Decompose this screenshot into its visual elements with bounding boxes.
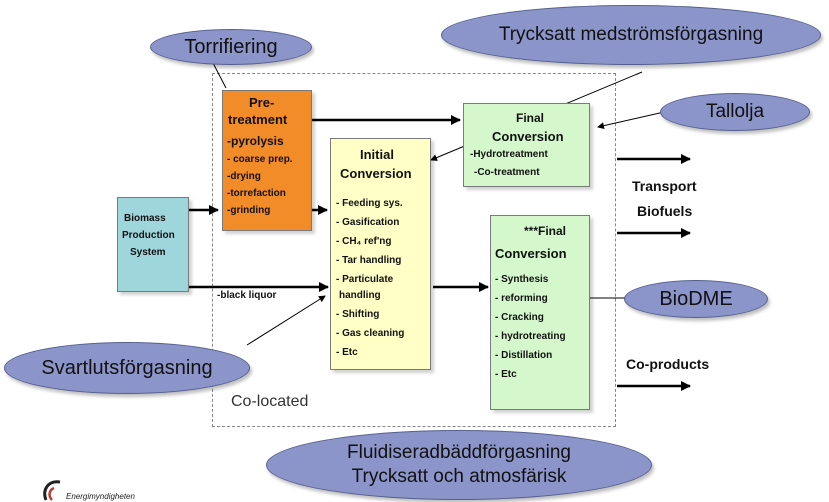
pretreatment-item: -torrefaction (227, 188, 286, 199)
logo-mark-icon (43, 480, 61, 501)
fluidiserad-bubble: Fluidiseradbäddförgasning Trycksatt och … (266, 430, 652, 500)
trycksatt-medstroms-bubble: Trycksatt medströmsförgasning (441, 5, 821, 65)
final1-item: -Co-treatment (474, 167, 540, 178)
pointer-svartlut (246, 295, 326, 346)
torrifiering-bubble: Torrifiering (150, 29, 312, 65)
pretreatment-item: -drying (227, 171, 261, 182)
fluidiserad-text-line1: Fluidiseradbäddförgasning (347, 442, 571, 464)
pointer-torrifiering (212, 62, 227, 89)
initial-item: - Gas cleaning (336, 328, 405, 339)
initial-item: - Shifting (336, 309, 380, 320)
coproducts-label: Co-products (626, 356, 710, 372)
biomass-line3: System (130, 247, 166, 258)
svartlut-text: Svartlutsförgasning (41, 356, 213, 379)
pretreatment-box: Pre- treatment -pyrolysis - coarse prep.… (222, 90, 312, 231)
black-liquor-label: -black liquor (217, 290, 277, 301)
tallolja-text: Tallolja (705, 101, 765, 122)
initial-item: - CH₄ ref'ng (336, 236, 392, 247)
final1-title1: Final (516, 111, 545, 125)
initial-item: - Particulate (336, 274, 394, 285)
biomass-line1: Biomass (124, 213, 166, 224)
torrifiering-text: Torrifiering (184, 35, 278, 58)
trycksatt-medstroms-text: Trycksatt medströmsförgasning (498, 24, 764, 45)
final2-item: - hydrotreating (495, 331, 566, 342)
transport-label: Transport (632, 178, 697, 194)
biodme-bubble: BioDME (624, 280, 768, 318)
colocated-region (212, 73, 616, 427)
initial-item: handling (339, 290, 381, 301)
initial-item: - Tar handling (336, 255, 402, 266)
tallolja-bubble: Tallolja (660, 93, 810, 131)
biofuels-label: Biofuels (637, 203, 693, 219)
svartlut-bubble: Svartlutsförgasning (4, 342, 250, 394)
final2-item: - Synthesis (495, 274, 549, 285)
final2-title2: Conversion (495, 246, 567, 261)
pretreatment-item: - coarse prep. (227, 154, 293, 165)
final2-title1: ***Final (524, 224, 567, 238)
final2-item: - Distillation (495, 350, 553, 361)
biomass-line2: Production (122, 230, 175, 241)
colocated-label: Co-located (231, 393, 309, 410)
final2-item: - reforming (495, 293, 548, 304)
final1-item: -Hydrotreatment (470, 149, 548, 160)
pretreatment-title1: Pre- (249, 95, 275, 110)
pointer-tallolja (597, 111, 665, 130)
pretreatment-sub: -pyrolysis (227, 134, 284, 148)
initial-item: - Feeding sys. (336, 198, 403, 209)
initial-item: - Etc (336, 347, 358, 358)
fluidiserad-text-line2: Trycksatt och atmosfärisk (351, 466, 567, 487)
final1-title2: Conversion (492, 129, 564, 144)
pretreatment-item: -grinding (227, 205, 271, 216)
final-conversion-box-top: Final Conversion -Hydrotreatment -Co-tre… (463, 103, 590, 187)
initial-title2: Conversion (340, 166, 412, 181)
initial-title1: Initial (360, 147, 394, 162)
final-conversion-box-bottom: ***Final Conversion - Synthesis - reform… (490, 215, 590, 410)
logo-text: Energimyndigheten (66, 492, 135, 501)
final2-item: - Cracking (495, 312, 544, 323)
biodme-text: BioDME (659, 287, 733, 310)
energimyndigheten-logo: Energimyndigheten (40, 478, 170, 502)
biomass-production-box: Biomass Production System (117, 197, 189, 292)
pretreatment-title2: treatment (228, 112, 288, 127)
initial-item: - Gasification (336, 217, 400, 228)
initial-conversion-box: Initial Conversion - Feeding sys. - Gasi… (330, 138, 431, 370)
final2-item: - Etc (495, 369, 517, 380)
